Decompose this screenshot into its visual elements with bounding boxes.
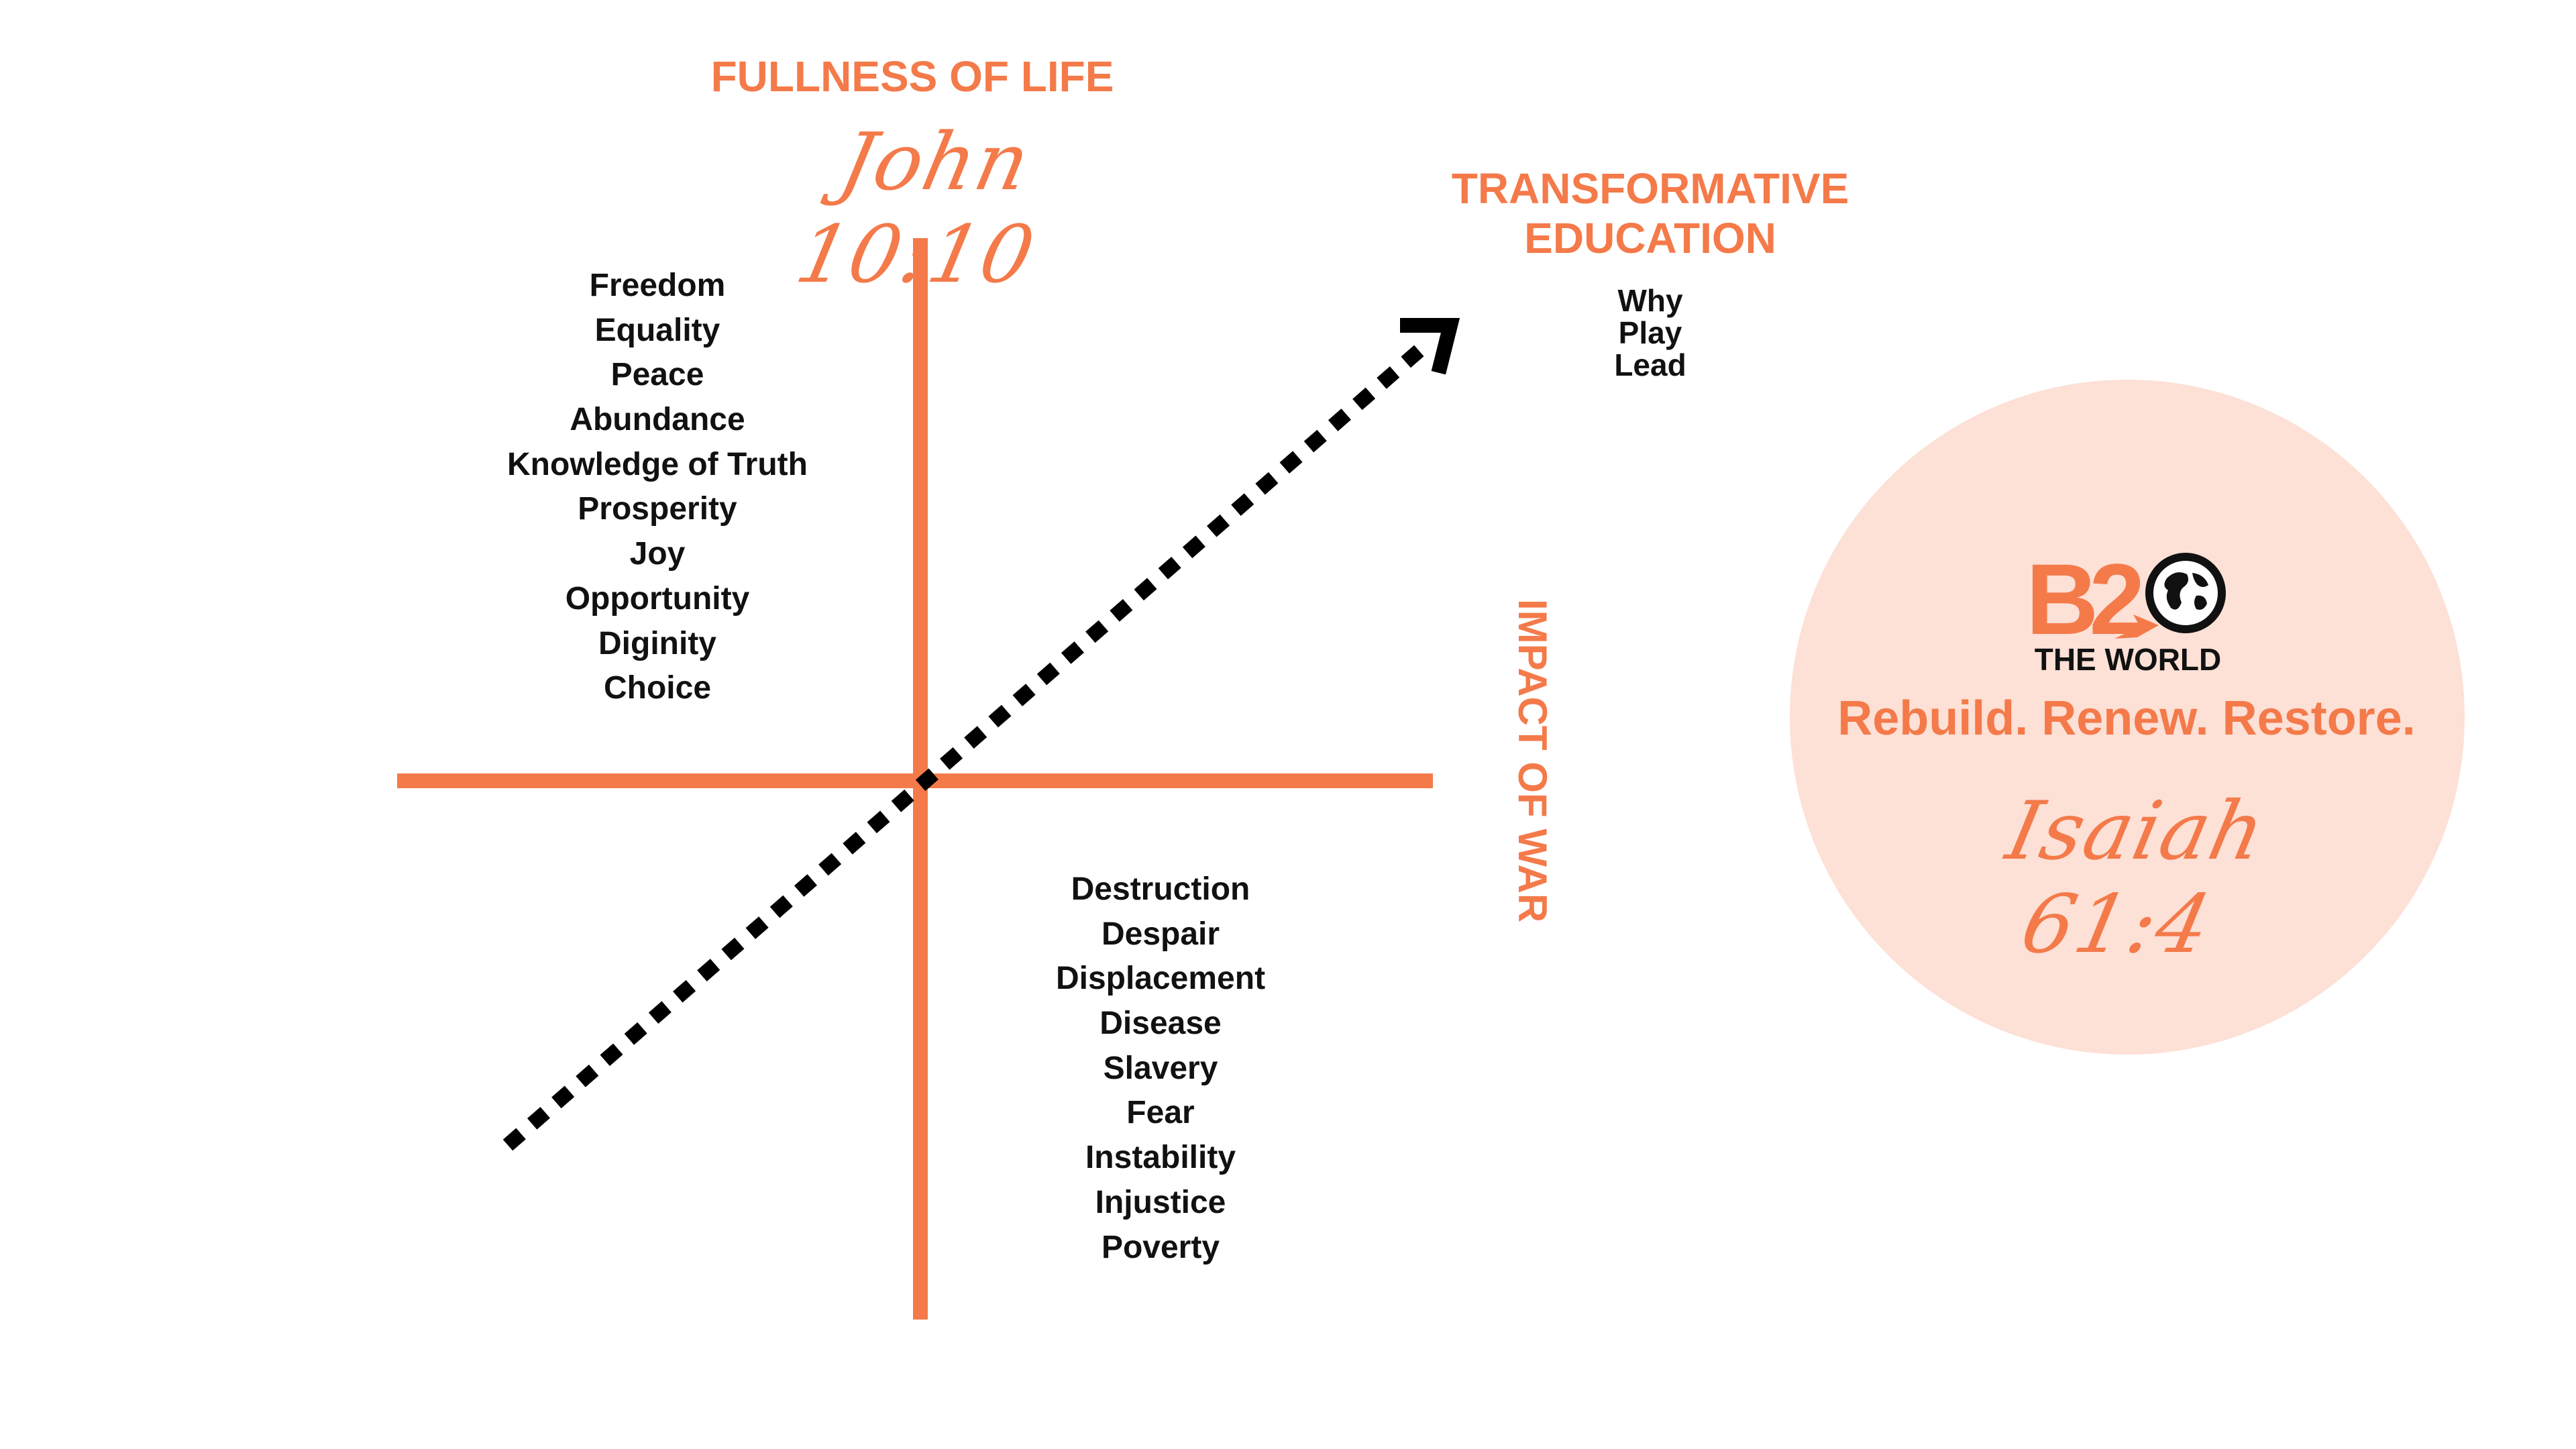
list-item: Prosperity bbox=[578, 491, 737, 527]
list-item: Opportunity bbox=[565, 580, 750, 616]
list-item: Injustice bbox=[1095, 1184, 1226, 1220]
lower-right-list: Destruction Despair Displacement Disease… bbox=[993, 867, 1328, 1270]
list-item: Despair bbox=[1101, 916, 1220, 952]
swoosh-icon bbox=[2114, 614, 2159, 639]
logo-subtitle: THE WORLD bbox=[2034, 642, 2222, 677]
list-item: Disease bbox=[1099, 1006, 1222, 1042]
arrowhead-icon bbox=[1400, 318, 1460, 375]
list-item: Choice bbox=[603, 670, 712, 706]
list-item: Joy bbox=[629, 536, 686, 572]
upper-left-list: Freedom Equality Peace Abundance Knowled… bbox=[456, 264, 859, 711]
list-item: Instability bbox=[1085, 1140, 1236, 1176]
list-item: Peace bbox=[610, 357, 704, 393]
list-item: Why bbox=[1617, 283, 1683, 318]
tagline: Rebuild. Renew. Restore. bbox=[1837, 692, 2416, 745]
logo-circle bbox=[1790, 380, 2465, 1055]
heading-line: TRANSFORMATIVE bbox=[1451, 164, 1849, 213]
list-item: Fear bbox=[1126, 1095, 1195, 1131]
list-item: Knowledge of Truth bbox=[507, 446, 808, 482]
transformative-education-heading: TRANSFORMATIVE EDUCATION bbox=[1382, 164, 1919, 263]
heading-line: EDUCATION bbox=[1524, 213, 1776, 262]
isaiah-scripture: Isaiah 61:4 bbox=[1999, 785, 2274, 971]
list-item: Equality bbox=[594, 312, 720, 348]
list-item: Abundance bbox=[570, 402, 745, 438]
impact-of-war-label: IMPACT OF WAR bbox=[1510, 599, 1555, 923]
list-item: Destruction bbox=[1071, 871, 1250, 907]
horizontal-axis bbox=[397, 773, 1433, 788]
list-item: Slavery bbox=[1103, 1050, 1218, 1086]
logo-mark: B2 bbox=[2026, 543, 2145, 655]
list-item: Diginity bbox=[598, 625, 716, 661]
list-item: Poverty bbox=[1101, 1229, 1220, 1265]
list-item: Play bbox=[1618, 315, 1682, 350]
transformative-items-list: Why Play Lead bbox=[1550, 284, 1751, 381]
list-item: Displacement bbox=[1055, 961, 1266, 997]
globe-icon bbox=[2145, 553, 2226, 633]
list-item: Freedom bbox=[589, 268, 726, 303]
fullness-of-life-heading: FULLNESS OF LIFE bbox=[710, 52, 1114, 101]
list-item: Lead bbox=[1614, 347, 1686, 382]
